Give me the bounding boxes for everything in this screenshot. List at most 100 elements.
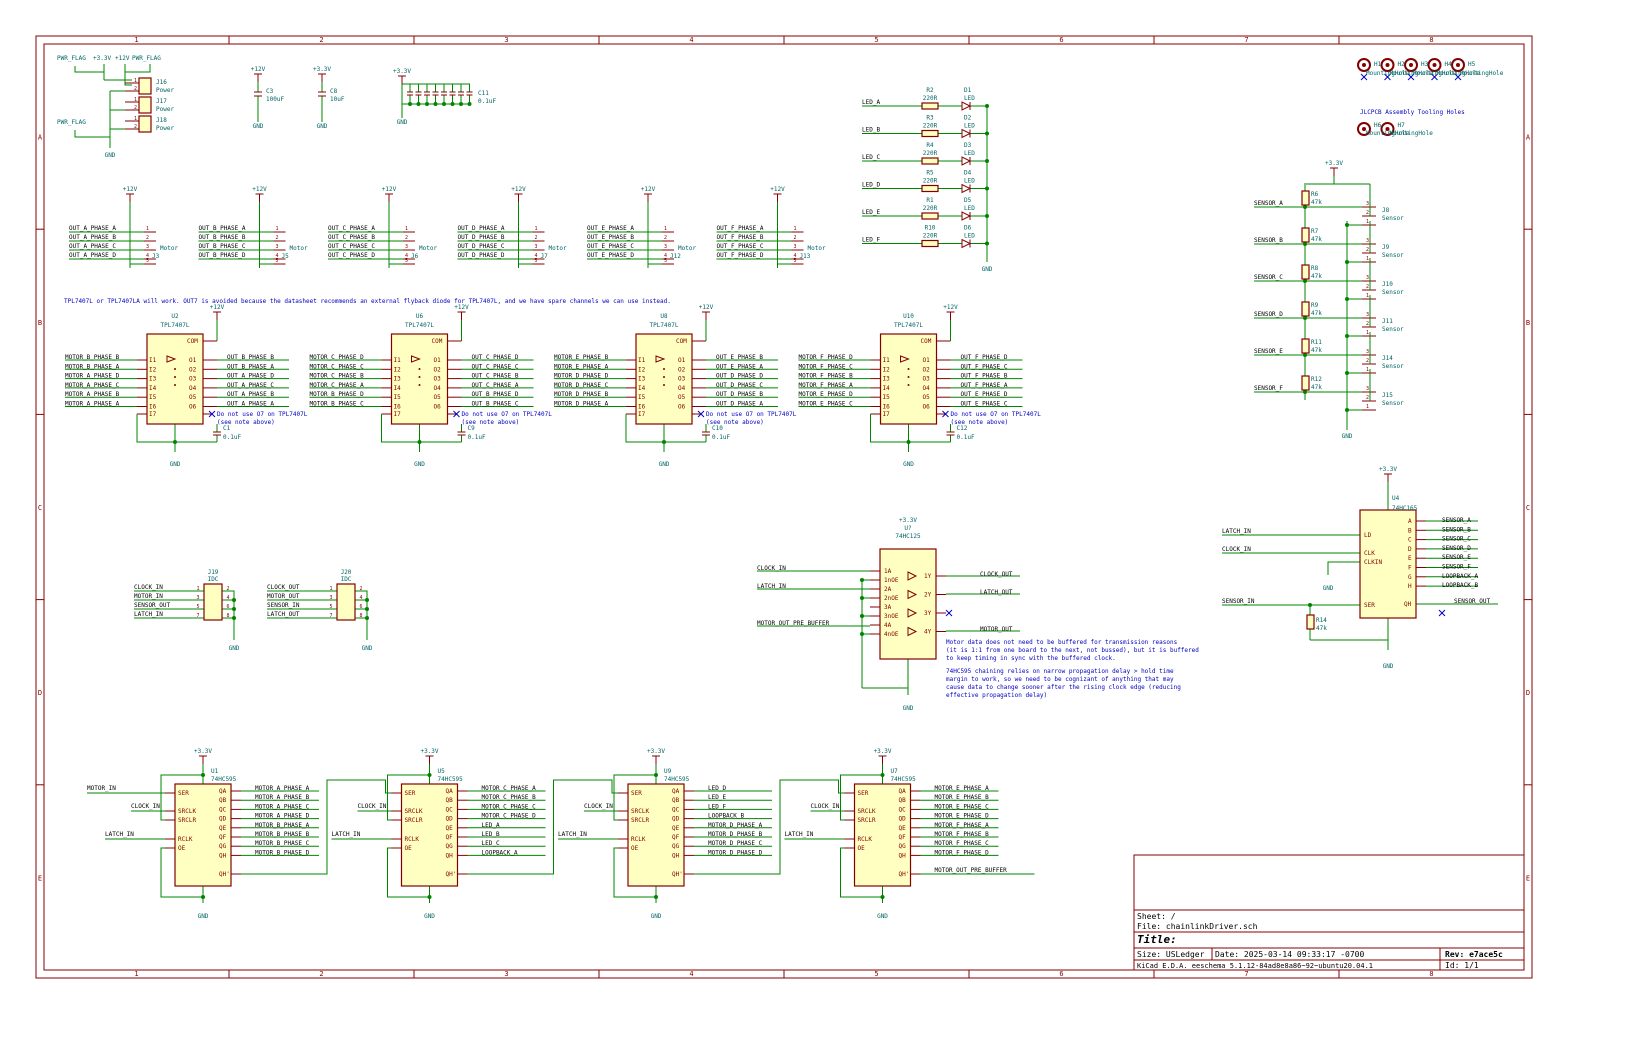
wire xyxy=(613,774,656,821)
hole-ref: H1 xyxy=(1374,61,1382,68)
buffer-ic xyxy=(879,548,937,660)
connector-ref: J5 xyxy=(282,253,290,260)
net-label: CLOCK_IN xyxy=(358,803,387,810)
pin-name: OE xyxy=(405,845,413,852)
driver-note: (see note above) xyxy=(462,419,520,426)
pin-name: I1 xyxy=(638,357,646,364)
net-label: OUT_F_PHASE_D xyxy=(717,252,764,259)
pin-name: 4nOE xyxy=(884,631,899,638)
cap-value: 10uF xyxy=(330,96,345,103)
ic-ref: U7 xyxy=(891,768,899,775)
net-label: OUT_B_PHASE_D xyxy=(199,252,246,259)
no-connect xyxy=(1384,73,1391,81)
sipo-ic xyxy=(627,783,685,887)
pin-number: 1 xyxy=(664,226,667,232)
pin-name: B xyxy=(1408,527,1412,534)
tb-tool: KiCad E.D.A. eeschema 5.1.12-84ad8e8a86~… xyxy=(1137,962,1373,970)
frame-row-right: D xyxy=(1526,689,1530,697)
resistor-ref: R5 xyxy=(926,170,934,177)
net-label: MOTOR_A_PHASE_C xyxy=(255,803,310,810)
pin-number: 8 xyxy=(226,613,229,619)
net-label: CLOCK_OUT xyxy=(267,584,300,591)
pin-name: O1 xyxy=(923,357,931,364)
resistor-value: 220R xyxy=(923,95,938,102)
pin-number: 3 xyxy=(405,244,408,250)
driver-ic xyxy=(635,333,693,425)
net-label: MOTOR_C_PHASE_D xyxy=(482,813,537,820)
junction-dot xyxy=(408,102,412,106)
pin-name: I4 xyxy=(638,385,646,392)
net-label: MOTOR_A_PHASE_A xyxy=(255,785,310,792)
tooling-note: JLCPCB Assembly Tooling Holes xyxy=(1360,109,1465,116)
wire xyxy=(74,66,105,80)
idc-connector xyxy=(336,583,356,621)
driver-dot xyxy=(907,376,910,378)
pin-number: 1 xyxy=(196,586,199,592)
hole-ref: H3 xyxy=(1421,61,1429,68)
no-connect xyxy=(1454,73,1462,81)
net-label: MOTOR_C_PHASE_B xyxy=(482,794,537,801)
junction-dot xyxy=(860,614,864,618)
pin-name: QF xyxy=(219,834,227,841)
mounting-hole-center xyxy=(1385,127,1390,131)
junction-dot xyxy=(654,895,658,899)
pin-number: 2 xyxy=(134,105,137,111)
resistor-value: 220R xyxy=(923,123,938,130)
pin-name: I1 xyxy=(394,357,402,364)
tb-file: File: chainlinkDriver.sch xyxy=(1137,922,1258,931)
hole-ref: H4 xyxy=(1445,61,1453,68)
pin-name: A xyxy=(1408,518,1412,525)
net-label: LATCH_IN xyxy=(785,831,814,838)
pin-number: 3 xyxy=(1366,312,1369,318)
power-label: +12V xyxy=(252,186,267,193)
pin-number: 5 xyxy=(405,258,408,264)
pin-number: 4 xyxy=(794,253,797,259)
resistor xyxy=(1301,338,1310,354)
pin-name: 1nOE xyxy=(884,577,899,584)
pin-name: O4 xyxy=(189,385,197,392)
net-label: LATCH_IN xyxy=(1222,528,1251,535)
piso-ic xyxy=(1359,509,1417,619)
connector-value: Motor xyxy=(419,245,437,252)
pin-name: I1 xyxy=(883,357,891,364)
pin-name: I7 xyxy=(149,411,157,418)
pin-name: I3 xyxy=(394,376,402,383)
junction-dot xyxy=(416,102,421,106)
junction-dot xyxy=(365,598,369,602)
net-label: LED_C xyxy=(482,840,500,847)
net-label: MOTOR_A_PHASE_B xyxy=(65,391,120,398)
net-label: CLOCK_IN xyxy=(1222,546,1251,553)
net-label: LED_C xyxy=(862,154,880,161)
ic-value: 74HC595 xyxy=(664,776,690,783)
net-label: SENSOR_OUT xyxy=(134,602,171,609)
net-label: MOTOR_F_PHASE_D xyxy=(935,849,990,856)
led-value: LED xyxy=(964,95,975,102)
power-label: +3.3V xyxy=(647,748,665,755)
frame-col-bottom: 6 xyxy=(1059,970,1063,978)
connector-value: Motor xyxy=(678,245,696,252)
net-label: MOTOR_B_PHASE_A xyxy=(65,363,120,370)
net-label: CLOCK_IN xyxy=(134,584,163,591)
pin-name: O6 xyxy=(923,404,931,411)
net-label: OUT_D_PHASE_D xyxy=(716,373,763,380)
pin-number: 4 xyxy=(664,253,667,259)
connector-value: Motor xyxy=(160,245,178,252)
net-label: MOTOR_IN xyxy=(87,785,116,792)
driver-note: (see note above) xyxy=(706,419,764,426)
power-label: +3.3V xyxy=(1325,160,1343,167)
pin-name: 2A xyxy=(884,586,892,593)
power-label: +3.3V xyxy=(393,68,411,75)
pin-name: O2 xyxy=(189,366,197,373)
resistor-value: 220R xyxy=(923,233,938,240)
pin-number: 1 xyxy=(134,78,137,84)
pin-number: 4 xyxy=(146,253,149,259)
pin-number: 1 xyxy=(405,226,408,232)
pin-name: I2 xyxy=(883,366,891,373)
pin-name: O5 xyxy=(189,394,197,401)
pin-name: I3 xyxy=(883,376,891,383)
pin-name: SRCLK xyxy=(858,808,876,815)
no-connect xyxy=(1431,73,1438,81)
ic-ref: U2 xyxy=(171,313,179,320)
wire xyxy=(355,590,368,640)
